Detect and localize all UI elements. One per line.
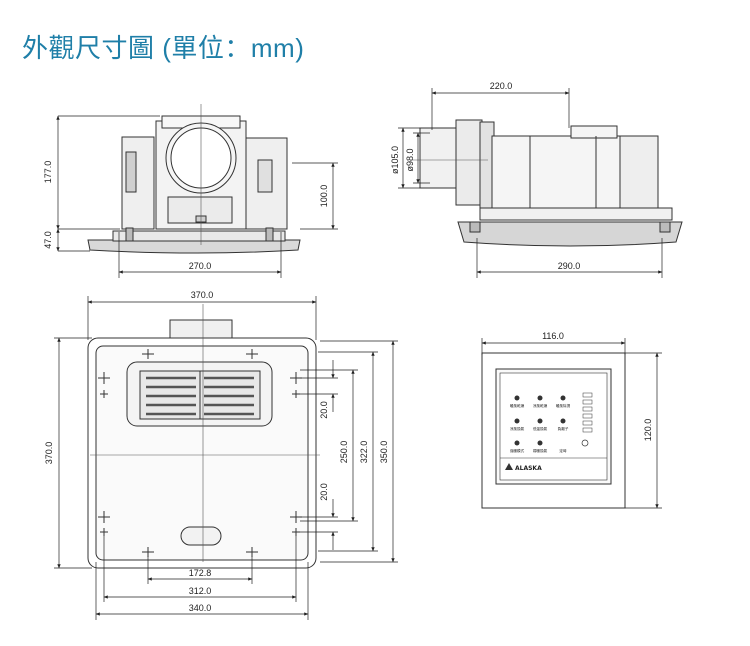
side-view-dims	[398, 88, 663, 278]
ctrl-label-6: 負離子	[558, 426, 569, 431]
dim-370-left: 370.0	[44, 442, 54, 465]
dim-100: 100.0	[319, 185, 329, 208]
controller-dims	[481, 338, 662, 509]
ctrl-brand-logo: ALASKA	[515, 465, 542, 472]
plan-view-dims	[54, 296, 398, 620]
plan-holes	[98, 349, 302, 557]
dim-20-upper: 20.0	[319, 401, 329, 419]
front-view	[87, 115, 301, 254]
dim-270: 270.0	[189, 261, 212, 271]
dim-116: 116.0	[542, 331, 564, 341]
dim-98: ø98.0	[405, 148, 415, 171]
page-title: 外觀尺寸圖 (單位：mm)	[22, 33, 305, 63]
ctrl-label-1: 暖風乾燥	[510, 403, 525, 408]
dim-177: 177.0	[43, 161, 53, 184]
ctrl-label-7: 強暖模式	[510, 448, 525, 453]
dim-350: 350.0	[379, 441, 389, 464]
dim-312: 312.0	[189, 586, 212, 596]
dim-322: 322.0	[359, 441, 369, 464]
dim-105: ø105.0	[390, 146, 400, 174]
ctrl-label-5: 低溫換氣	[533, 426, 548, 431]
ctrl-label-3: 暖風除濕	[556, 403, 571, 408]
ctrl-label-9: 定時	[559, 448, 567, 453]
dim-340: 340.0	[189, 603, 212, 613]
dim-250: 250.0	[339, 441, 349, 464]
ctrl-label-8: 弱暖換氣	[533, 448, 548, 453]
dim-120: 120.0	[643, 419, 653, 442]
plan-view	[87, 319, 317, 569]
dim-290: 290.0	[558, 261, 581, 271]
ctrl-label-2: 涼風乾燥	[533, 403, 548, 408]
dim-172-8: 172.8	[189, 568, 212, 578]
side-view	[419, 119, 683, 247]
ctrl-label-4: 涼風換氣	[510, 426, 525, 431]
controller-icons	[505, 392, 593, 470]
dim-47: 47.0	[43, 231, 53, 249]
controller-view	[481, 352, 626, 509]
front-view-dims	[56, 115, 338, 278]
dim-370-top: 370.0	[191, 290, 214, 300]
dim-220: 220.0	[490, 81, 513, 91]
dim-20-lower: 20.0	[319, 483, 329, 501]
